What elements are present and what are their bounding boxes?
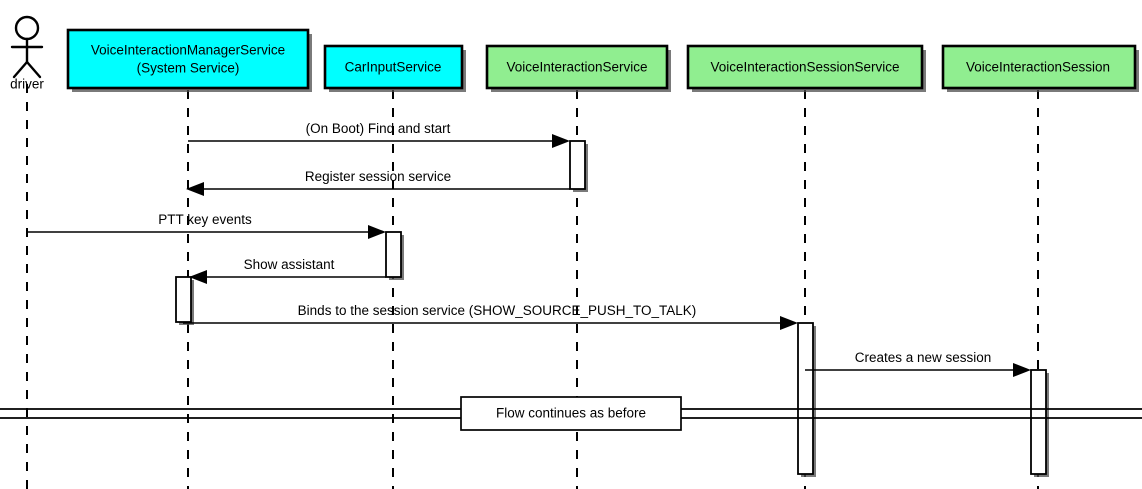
activations-group <box>175 140 1049 477</box>
message-on-boot-find-and-start-arrowhead <box>552 134 570 148</box>
message-creates-a-new-session: Creates a new session <box>805 350 1031 377</box>
participant-header-vis-label: VoiceInteractionService <box>506 60 647 75</box>
actor-head-icon <box>14 15 40 41</box>
participant-header-vims[interactable]: VoiceInteractionManagerService (System S… <box>66 28 312 92</box>
participant-header-vims-label-line1: VoiceInteractionManagerService <box>91 43 285 58</box>
participant-header-vims-box[interactable] <box>66 28 310 90</box>
participant-header-cis-box[interactable] <box>323 44 464 90</box>
message-binds-to-session-service-arrowhead <box>780 316 798 330</box>
participant-header-viss-box[interactable] <box>686 44 924 90</box>
message-creates-a-new-session-arrowhead <box>1013 363 1031 377</box>
message-ptt-key-events-arrowhead <box>368 225 386 239</box>
message-binds-to-session-service: Binds to the session service (SHOW_SOURC… <box>183 303 798 330</box>
activation-viss <box>797 322 816 477</box>
participant-header-viss-label: VoiceInteractionSessionService <box>710 60 899 75</box>
message-ptt-key-events-label: PTT key events <box>158 212 252 227</box>
participant-header-cis[interactable]: CarInputService <box>323 44 466 92</box>
message-register-session-service-label: Register session service <box>305 169 451 184</box>
message-register-session-service: Register session service <box>186 169 570 196</box>
activation-vis <box>569 140 588 192</box>
flow-divider-box <box>460 396 682 431</box>
activation-vims-bar <box>175 276 192 323</box>
message-show-assistant-label: Show assistant <box>244 257 335 272</box>
actor-leg-left-icon <box>12 60 29 79</box>
participant-header-vis-box[interactable] <box>485 44 669 90</box>
activation-viss-bar <box>797 322 814 475</box>
activation-vis-bar <box>569 140 586 190</box>
message-show-assistant: Show assistant <box>189 257 386 284</box>
activation-vision <box>1030 369 1049 477</box>
actor-leg-right-icon <box>25 60 42 79</box>
participant-header-vision[interactable]: VoiceInteractionSession <box>941 44 1139 92</box>
participant-header-vision-label: VoiceInteractionSession <box>966 60 1110 75</box>
driver-actor: driver <box>10 15 44 92</box>
driver-actor-label: driver <box>10 77 44 92</box>
message-binds-to-session-service-label: Binds to the session service (SHOW_SOURC… <box>298 303 697 318</box>
activation-vision-bar <box>1030 369 1047 475</box>
flow-divider-label: Flow continues as before <box>496 406 646 421</box>
message-on-boot-find-and-start-label: (On Boot) Find and start <box>306 121 451 136</box>
activation-cis-bar <box>385 231 402 278</box>
message-show-assistant-arrowhead <box>189 270 207 284</box>
message-creates-a-new-session-label: Creates a new session <box>855 350 992 365</box>
message-register-session-service-arrowhead <box>186 182 204 196</box>
flow-divider: Flow continues as before <box>0 396 1142 431</box>
participant-header-vims-label-line2: (System Service) <box>137 61 240 76</box>
participant-header-viss[interactable]: VoiceInteractionSessionService <box>686 44 926 92</box>
participant-header-cis-label: CarInputService <box>345 60 442 75</box>
activation-vims <box>175 276 194 325</box>
activation-cis <box>385 231 404 280</box>
participant-header-vision-box[interactable] <box>941 44 1137 90</box>
participant-header-vis[interactable]: VoiceInteractionService <box>485 44 671 92</box>
message-on-boot-find-and-start: (On Boot) Find and start <box>188 121 570 148</box>
messages-group: (On Boot) Find and start Register sessio… <box>27 121 1031 377</box>
participant-headers-group: VoiceInteractionManagerService (System S… <box>66 28 1139 92</box>
message-ptt-key-events: PTT key events <box>27 212 386 239</box>
